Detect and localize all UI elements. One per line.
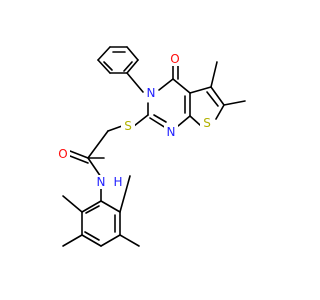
bond — [100, 234, 121, 247]
sulfur-thiophene: S — [203, 116, 211, 130]
sulfur-linker: S — [124, 119, 132, 133]
bond — [126, 59, 139, 74]
bond — [158, 78, 174, 91]
bond — [177, 115, 191, 127]
bond — [172, 78, 191, 94]
bond — [81, 234, 102, 247]
bond — [210, 61, 218, 88]
oxygen-amide: O — [58, 147, 67, 161]
bond — [97, 59, 111, 74]
bond — [69, 150, 89, 159]
bond — [133, 114, 149, 127]
bond — [126, 72, 144, 93]
bond — [69, 155, 89, 164]
nitrogen-amide: N — [97, 175, 106, 189]
bond — [119, 234, 140, 247]
bond — [189, 86, 212, 94]
oxygen-carbonyl: O — [170, 52, 179, 66]
molecule-canvas: O N N S S O N H — [56, 46, 246, 247]
hydrogen-amide: H — [113, 175, 122, 189]
bond — [62, 195, 83, 213]
bond — [210, 86, 225, 106]
bond — [126, 46, 139, 61]
bond — [85, 205, 100, 214]
bond — [84, 231, 100, 241]
nitrogen-n3: N — [147, 86, 156, 100]
bond — [206, 91, 219, 107]
bond — [100, 200, 121, 213]
atom-labels: O N N S S O N H — [56, 52, 214, 189]
bond — [153, 114, 167, 123]
molecule-structure: O N N S S O N H — [56, 46, 246, 247]
bond — [107, 125, 123, 132]
bond — [123, 61, 133, 72]
bonds — [62, 46, 246, 247]
bond — [97, 46, 111, 61]
bond — [87, 130, 109, 159]
bond — [81, 200, 102, 213]
nitrogen-n1: N — [167, 125, 176, 139]
bond — [149, 117, 167, 129]
bond — [87, 157, 102, 178]
bond — [119, 175, 131, 213]
bond — [189, 115, 201, 126]
bond — [103, 61, 113, 71]
bond — [223, 100, 246, 106]
bond — [215, 104, 225, 120]
bond — [62, 234, 83, 247]
